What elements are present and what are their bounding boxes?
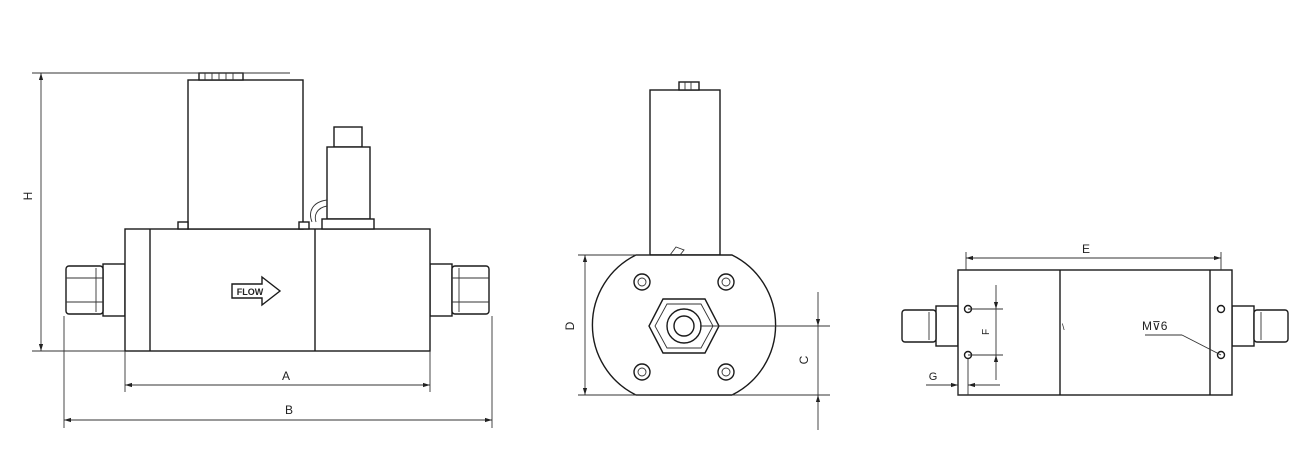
- top-body: [957, 269, 1233, 396]
- right-fitting: [429, 263, 490, 317]
- dim-B-label: B: [285, 403, 293, 417]
- left-fitting: [65, 263, 126, 317]
- thread-callout: M⊽6: [1142, 319, 1168, 333]
- connector: [198, 72, 244, 81]
- dim-F-label: F: [981, 329, 992, 335]
- side-electronics-housing: [649, 89, 721, 256]
- flow-label: FLOW: [237, 287, 264, 297]
- electronics-housing: [187, 79, 304, 230]
- front-view: FLOW H A B: [21, 72, 493, 428]
- dim-E-label: E: [1082, 242, 1090, 256]
- dim-C-label: C: [797, 355, 811, 364]
- side-view: D C: [563, 81, 830, 430]
- dim-H-label: H: [21, 192, 35, 201]
- svg-text:\: \: [1062, 322, 1065, 332]
- top-view: \ M⊽6 E F G: [901, 242, 1289, 396]
- dim-D-label: D: [563, 321, 577, 330]
- solenoid: [310, 126, 375, 230]
- dim-A-label: A: [282, 369, 290, 383]
- dim-G-label: G: [929, 371, 938, 383]
- hex-port: [648, 298, 720, 354]
- flow-arrow: FLOW: [231, 275, 282, 307]
- valve-body: [124, 228, 431, 352]
